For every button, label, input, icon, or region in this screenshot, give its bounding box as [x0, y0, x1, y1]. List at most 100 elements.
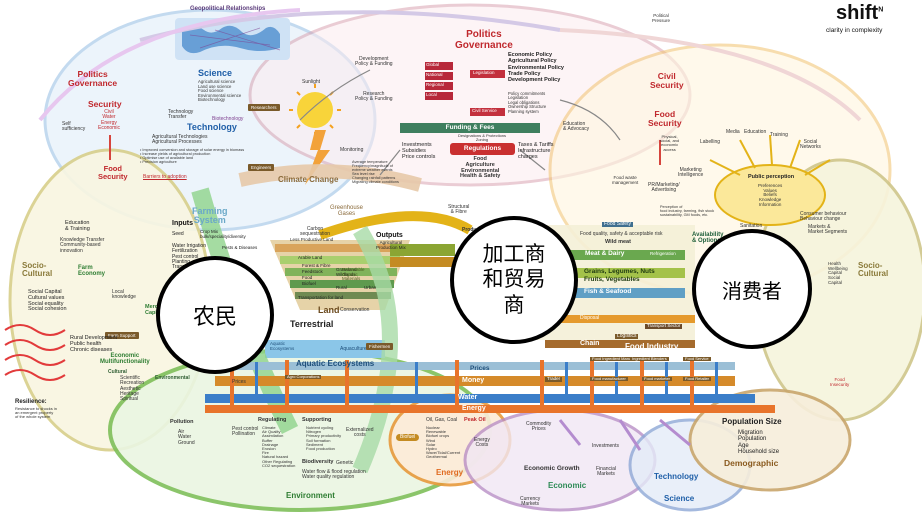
perception-cloud [714, 164, 826, 226]
health-capital: Health Wellbeing Capital Social Capital [828, 261, 848, 285]
food-service: Food Service [683, 356, 711, 362]
brand-logo: shiftN [836, 3, 883, 24]
ingredient-manufacturer: Food Ingredient Manufacturer [590, 356, 647, 362]
grains-label: Grains, Legumes, Nuts [584, 268, 655, 275]
fishermen-tag-wrap: Fishermen [366, 336, 394, 353]
tech-bullets: • Improved conversion and storage of sol… [140, 148, 245, 164]
climate-band [238, 164, 422, 192]
funding-bar [400, 123, 540, 133]
taxes-label: Taxes & Tariffs Infrastructure charges [518, 142, 554, 160]
forest-fibre: Forest & Fibre [302, 263, 331, 268]
investments-label: Investments Subsidies Price controls [402, 142, 436, 160]
resilience-title: Resilience: [15, 399, 47, 405]
food-land: Food [302, 275, 313, 280]
regulating-items: Climate Air Quality Assimilation Buffer … [262, 425, 296, 468]
resilience-waves [4, 324, 66, 381]
researchers-tag-wrap: Researchers [248, 97, 280, 114]
civil-security-right: Civil Security [650, 71, 684, 90]
social-capital: Social Capital Cultural values Social eq… [28, 289, 67, 313]
engineers-tag: Engineers [248, 164, 275, 171]
politics-levels: Global National Regional Local [426, 62, 444, 102]
sun-shape [297, 92, 333, 128]
brand-superscript: N [878, 6, 884, 14]
money-band [215, 376, 735, 386]
fruits-label: Fruits, Vegetables [584, 276, 640, 283]
education-training-left: Education & Training [65, 220, 90, 232]
politics-left-title: Politics Governance [68, 69, 118, 88]
investments-bottom: Investments [592, 443, 619, 449]
level-global: Global [426, 62, 440, 67]
technology-left-title: Technology [187, 122, 237, 132]
food-marketer: Food marketer [642, 376, 673, 382]
disposal-label: Disposal [580, 315, 600, 321]
consumer-behaviour: Consumer behaviour Behaviour change [800, 211, 847, 223]
supporting-label: Supporting [302, 417, 332, 423]
demographic-items: Migration Population Age Household size [738, 430, 780, 455]
labelling: Labelling [700, 139, 721, 145]
fish-seafood: Fish & Seafood [584, 288, 632, 295]
cultural-items: Scientific Recreation Aesthetic Heritage… [120, 375, 145, 402]
education-right: Education [744, 129, 767, 135]
socio-left-title: Socio- Cultural [22, 261, 53, 279]
public-perception: Public perception [748, 174, 795, 180]
resilience-sub: Resistance to shocks in an emergent prop… [15, 406, 58, 420]
social-networks: Social Networks [800, 139, 821, 151]
biofuel-badge: Biofuel [396, 434, 420, 442]
genetic-label: Genetic [336, 460, 354, 466]
food-security-left: Food Security [98, 164, 128, 181]
security-left-sub: Civil Water Energy Economic [98, 109, 120, 131]
consumer-callout: 消费者 [692, 229, 812, 349]
prices-band [215, 362, 735, 370]
conservation: Conservation [340, 307, 370, 313]
fishermen-tag: Fishermen [366, 343, 394, 350]
water-label: Water [458, 394, 478, 401]
level-local: Local [426, 92, 437, 97]
science-left-title: Science [198, 68, 233, 78]
merc-capit: Merc Capit [145, 304, 159, 316]
availability-options: Availability & Options [692, 232, 724, 245]
climate-notes: Average temperature Frequency/magnitude … [352, 160, 399, 184]
policy-sub-items: Policy commitments Legislation Legal obl… [508, 91, 547, 114]
arable-land: Arable Land [298, 255, 323, 260]
multifunctionality: Economic Multifunctionality [100, 353, 150, 366]
training: Training [770, 132, 788, 138]
water-band [205, 394, 755, 403]
logistics-tag: Logistics [615, 333, 639, 340]
food-insecurity: Food Insecurity [830, 377, 850, 387]
trader-tag: Trader [545, 376, 563, 382]
agro-corporations: Agro Corporations [285, 374, 322, 380]
biofuel-land: Biofuel [302, 281, 316, 286]
pest-pollination: Pest control Pollination [232, 426, 259, 438]
aquatic-band [265, 340, 385, 358]
engineers-tag-wrap: Engineers [248, 157, 275, 174]
rural-development: Rural Development Public health Chronic … [70, 335, 118, 353]
financial-markets: Financial Markets [596, 466, 617, 478]
transport-sites: Transportation for land [298, 295, 344, 300]
barriers-adoption: Barriers to adoption [143, 174, 187, 180]
structural-fibre: Structural & Fibre [448, 204, 470, 216]
processor-callout-label: 加工商 和贸易 商 [482, 242, 546, 317]
sunlight-label: Sunlight [302, 79, 321, 85]
regulations-label: Regulations [463, 145, 502, 152]
education-advocacy: Education & Advocacy [563, 121, 590, 133]
processor-callout: 加工商 和贸易 商 [450, 216, 578, 344]
less-productive: Less Productive Land [290, 237, 334, 242]
policy-trade: Trade Policy [508, 70, 541, 77]
sanitation-label: Sanitation [740, 223, 763, 229]
energy-flow-label: Energy [462, 405, 486, 412]
crop-mix: Crop Mix bulk/speciality/diversity [200, 229, 246, 239]
perception-items: Preferences Values Beliefs Knowledge Inf… [758, 183, 783, 207]
technology-bottom: Technology [654, 472, 699, 481]
food-quality: Food quality, safety & acceptable risk [580, 231, 663, 237]
land-title: Land [318, 305, 340, 315]
food-retailer: Food Retailer [683, 376, 712, 382]
marketing-intel: Marketing Intelligence [678, 167, 704, 179]
aquaculture: Aquaculture [340, 346, 367, 352]
policy-development: Development Policy [508, 77, 561, 84]
self-sufficiency: Self sufficiency [62, 121, 86, 133]
energy-sources: Oil, Gas, Coal [426, 417, 458, 423]
rural-label: Rural [336, 285, 347, 290]
tech-items: Agricultural Technologies Agricultural P… [152, 134, 208, 146]
